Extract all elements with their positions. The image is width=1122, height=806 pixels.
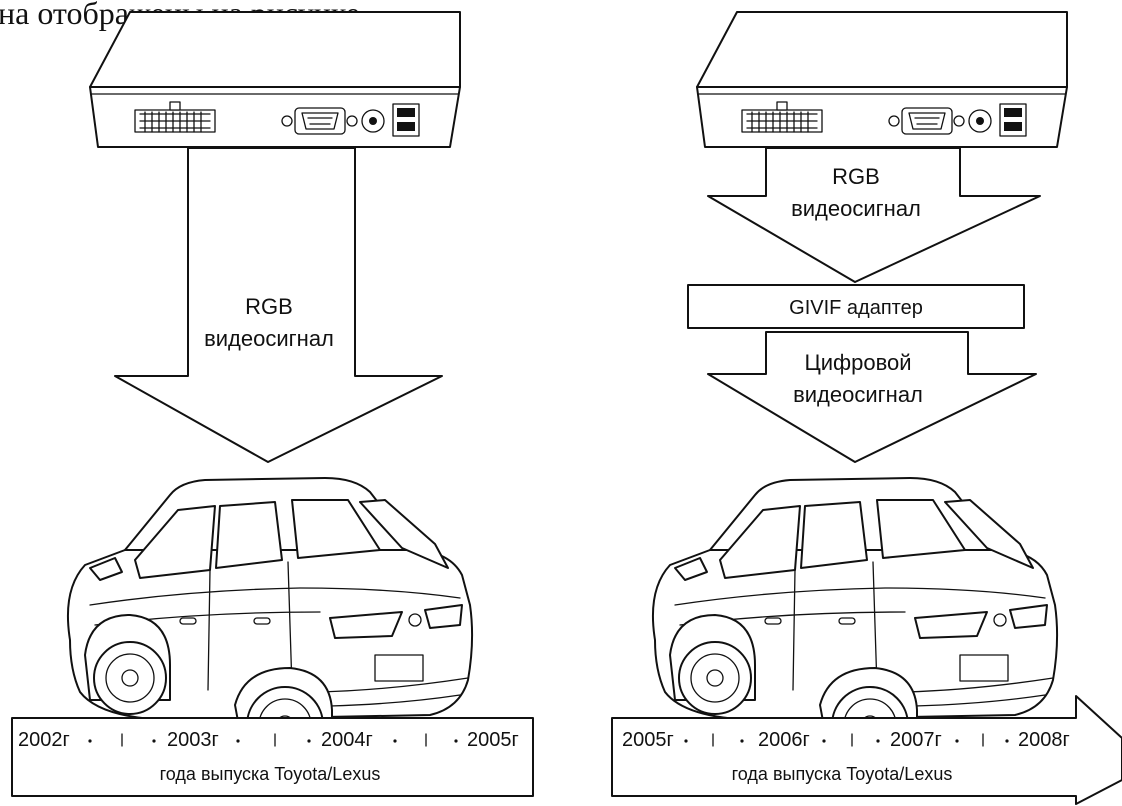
right-year-1: 2005г bbox=[622, 729, 674, 751]
right-rgb-arrow bbox=[707, 147, 1041, 283]
right-head-unit bbox=[696, 11, 1068, 148]
givif-adapter-box bbox=[687, 284, 1025, 329]
left-arrow-label-line2: видеосигнал bbox=[204, 326, 334, 351]
left-head-unit bbox=[89, 11, 461, 148]
left-timeline-ticks bbox=[88, 733, 458, 747]
right-arrow1-label-line2: видеосигнал bbox=[791, 196, 921, 221]
left-year-4: 2005г bbox=[467, 729, 519, 751]
left-arrow-label-line1: RGB bbox=[245, 294, 293, 319]
right-year-2: 2006г bbox=[758, 729, 810, 751]
left-timeline-caption: года выпуска Toyota/Lexus bbox=[160, 764, 381, 784]
right-digital-arrow bbox=[707, 331, 1037, 463]
right-scheme: RGB видеосигнал GIVIF адаптер Цифровой в… bbox=[611, 11, 1122, 805]
right-year-4: 2008г bbox=[1018, 729, 1070, 751]
left-timeline-box bbox=[11, 717, 534, 797]
right-arrow2-label-line2: видеосигнал bbox=[793, 382, 923, 407]
right-arrow2-label-line1: Цифровой bbox=[804, 350, 911, 375]
left-rgb-arrow bbox=[114, 147, 443, 463]
right-timeline-caption: года выпуска Toyota/Lexus bbox=[732, 764, 953, 784]
right-arrow1-label-line1: RGB bbox=[832, 164, 880, 189]
right-timeline-ticks bbox=[684, 733, 1009, 747]
left-year-3: 2004г bbox=[321, 729, 373, 751]
left-year-1: 2002г bbox=[18, 729, 70, 751]
left-scheme: RGB видеосигнал 2002г 2003г 2004г 2005г … bbox=[11, 11, 534, 797]
left-year-2: 2003г bbox=[167, 729, 219, 751]
givif-adapter-label: GIVIF адаптер bbox=[789, 297, 923, 319]
right-year-3: 2007г bbox=[890, 729, 942, 751]
right-timeline-arrow bbox=[611, 695, 1122, 805]
